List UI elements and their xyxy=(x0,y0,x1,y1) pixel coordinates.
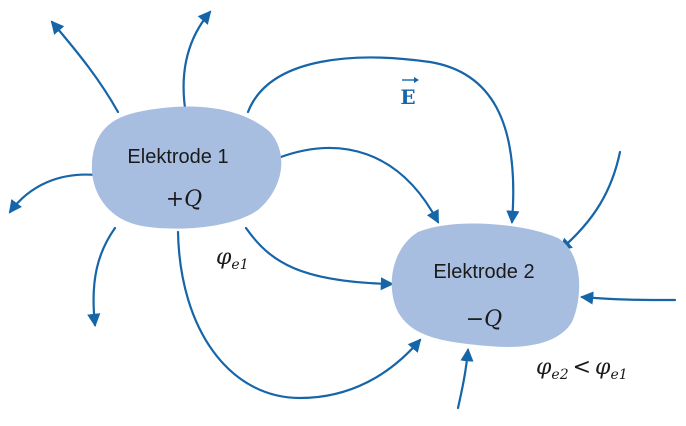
electrode-2: Elektrode 2 −Q xyxy=(391,223,580,347)
potential-relation: φe2<φe1 xyxy=(536,355,628,383)
relation-left-subscript: e2 xyxy=(551,367,568,383)
electrode-2-body xyxy=(391,223,580,347)
electrode-1-charge: +Q xyxy=(166,187,202,212)
field-line-bottom-left xyxy=(87,226,117,327)
svg-text:φe1: φe1 xyxy=(216,245,249,273)
relation-right-symbol: φ xyxy=(595,355,611,380)
electrode-2-label: Elektrode 2 xyxy=(433,261,534,283)
svg-text:φe2<φe1: φe2<φe1 xyxy=(536,355,628,383)
field-lines-between-electrodes xyxy=(176,56,520,400)
electrode-1-body xyxy=(91,106,282,229)
electric-field-label: E xyxy=(400,77,419,109)
field-vector-symbol: E xyxy=(400,85,415,109)
relation-left-symbol: φ xyxy=(536,355,552,380)
field-line-right xyxy=(580,291,677,305)
field-line-top xyxy=(182,10,212,110)
electrode-2-charge: −Q xyxy=(466,307,502,332)
field-line-left xyxy=(8,173,98,214)
potential-1-symbol: φ xyxy=(216,245,232,270)
potential-electrode-1: φe1 xyxy=(216,245,249,273)
field-line-top-left xyxy=(50,20,120,114)
field-line-bottom xyxy=(456,348,474,410)
field-line-middle-upper xyxy=(276,146,440,224)
relation-right-subscript: e1 xyxy=(610,367,627,383)
field-line-middle-lower xyxy=(244,226,394,291)
electrode-1-label: Elektrode 1 xyxy=(127,146,228,168)
vector-arrowhead xyxy=(414,77,419,83)
field-line-arc-bottom xyxy=(176,230,422,400)
electrode-1: Elektrode 1 +Q xyxy=(91,106,282,229)
field-lines-electrode-1-outward xyxy=(8,10,212,327)
relation-operator: < xyxy=(573,355,591,380)
field-line-right-upper xyxy=(558,150,622,252)
potential-1-subscript: e1 xyxy=(231,257,248,273)
field-lines-electrode-2-inward xyxy=(456,150,677,410)
field-line-arc-top xyxy=(246,56,520,224)
